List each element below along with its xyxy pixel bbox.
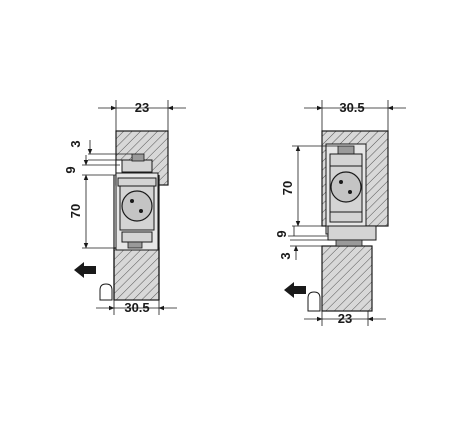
right-view: 30.5 70 9 3 23 bbox=[274, 100, 406, 326]
right-dim-top-width: 30.5 bbox=[339, 100, 364, 115]
left-hinge-knuckle bbox=[99, 283, 113, 301]
left-dim-body-height: 70 bbox=[68, 204, 83, 218]
right-slide-block bbox=[337, 145, 355, 155]
left-dim-top-width: 23 bbox=[135, 100, 149, 115]
right-dim-gap-small: 3 bbox=[278, 252, 293, 259]
right-dim-body-height: 70 bbox=[280, 181, 295, 195]
right-slide-rail bbox=[327, 225, 377, 241]
right-hinge-knuckle bbox=[307, 291, 321, 312]
left-slide-rail bbox=[121, 159, 153, 173]
left-view: 23 3 9 70 30.5 bbox=[63, 100, 186, 315]
left-dim-bottom-width: 30.5 bbox=[124, 300, 149, 315]
right-direction-arrow-icon bbox=[284, 282, 306, 298]
right-door-leaf-section bbox=[321, 245, 373, 312]
right-dim-bottom-width: 23 bbox=[338, 311, 352, 326]
left-slide-block bbox=[131, 153, 145, 162]
left-direction-arrow-icon bbox=[74, 262, 96, 278]
right-spindle-disc bbox=[330, 171, 362, 203]
right-dim-gap-medium: 9 bbox=[274, 230, 289, 237]
left-dim-gap-small: 3 bbox=[68, 140, 83, 147]
left-spindle-disc bbox=[121, 190, 153, 222]
left-dim-gap-medium: 9 bbox=[63, 166, 78, 173]
left-door-leaf-section bbox=[113, 247, 160, 301]
